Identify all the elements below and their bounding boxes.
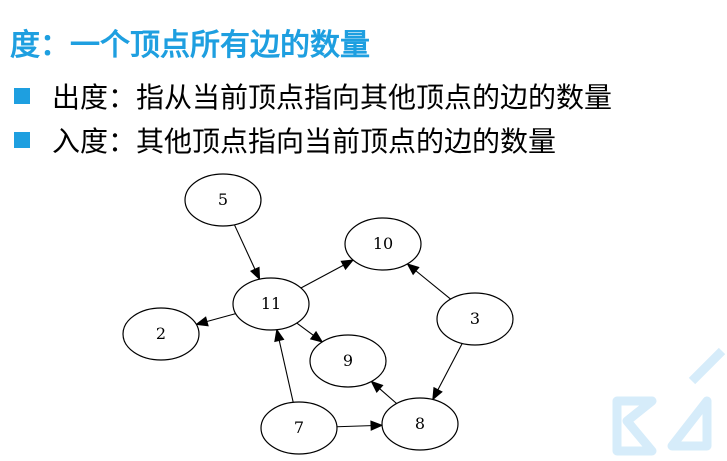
edge-line (437, 343, 463, 391)
graph-edges (195, 224, 463, 431)
arrowhead-icon (370, 380, 384, 394)
node-ellipse (436, 292, 514, 346)
bullet-square-icon (14, 88, 30, 104)
page-title: 度：一个顶点所有边的数量 (10, 28, 370, 63)
graph-nodes: 5 11 10 2 9 3 7 8 (122, 173, 514, 455)
edge-line (336, 425, 372, 428)
node-ellipse (344, 217, 422, 271)
graph-node-8: 8 (381, 397, 459, 451)
node-ellipse (260, 401, 338, 455)
bullet-out-degree: 出度：指从当前顶点指向其他顶点的边的数量 (14, 76, 612, 116)
node-ellipse (309, 334, 387, 388)
edge-5-to-11 (233, 224, 261, 281)
graph-node-9: 9 (309, 334, 387, 388)
arrowhead-icon (309, 330, 324, 343)
node-ellipse (184, 173, 262, 227)
edge-line (300, 264, 344, 289)
arrowhead-icon (432, 386, 443, 401)
graph-node-7: 7 (260, 401, 338, 455)
node-label: 3 (470, 309, 480, 328)
edge-7-to-11 (274, 328, 294, 403)
edge-11-to-9 (296, 322, 324, 343)
edge-line (415, 270, 451, 300)
graph-node-11: 11 (232, 277, 310, 331)
edge-3-to-10 (406, 263, 451, 300)
edge-11-to-2 (195, 313, 236, 327)
watermark-logo-icon (612, 347, 726, 456)
arrowhead-icon (406, 263, 420, 276)
node-label: 10 (373, 234, 393, 253)
arrowhead-icon (370, 420, 384, 431)
node-label: 7 (294, 418, 304, 437)
node-label: 2 (156, 324, 166, 343)
arrowhead-icon (195, 316, 209, 327)
bullet-text: 出度：指从当前顶点指向其他顶点的边的数量 (52, 81, 613, 114)
node-label: 11 (261, 294, 281, 313)
graph-node-2: 2 (122, 307, 200, 361)
graph-node-3: 3 (436, 292, 514, 346)
edge-8-to-9 (370, 380, 397, 404)
node-label: 9 (343, 351, 353, 370)
edge-line (206, 313, 236, 323)
edge-line (379, 388, 397, 404)
edge-line (278, 340, 294, 403)
node-label: 8 (415, 414, 425, 433)
arrowhead-icon (274, 328, 285, 343)
edge-line (233, 224, 256, 270)
node-ellipse (122, 307, 200, 361)
graph-node-10: 10 (344, 217, 422, 271)
bullet-square-icon (14, 132, 30, 148)
edge-3-to-8 (432, 343, 463, 401)
node-ellipse (232, 277, 310, 331)
edge-7-to-8 (336, 420, 384, 431)
arrowhead-icon (249, 266, 261, 281)
node-ellipse (381, 397, 459, 451)
bullet-text: 入度：其他顶点指向当前顶点的边的数量 (52, 125, 557, 158)
bullet-in-degree: 入度：其他顶点指向当前顶点的边的数量 (14, 120, 556, 160)
node-label: 5 (218, 190, 228, 209)
graph-node-5: 5 (184, 173, 262, 227)
arrowhead-icon (340, 259, 355, 271)
edge-11-to-10 (300, 259, 355, 289)
edge-line (296, 322, 314, 336)
